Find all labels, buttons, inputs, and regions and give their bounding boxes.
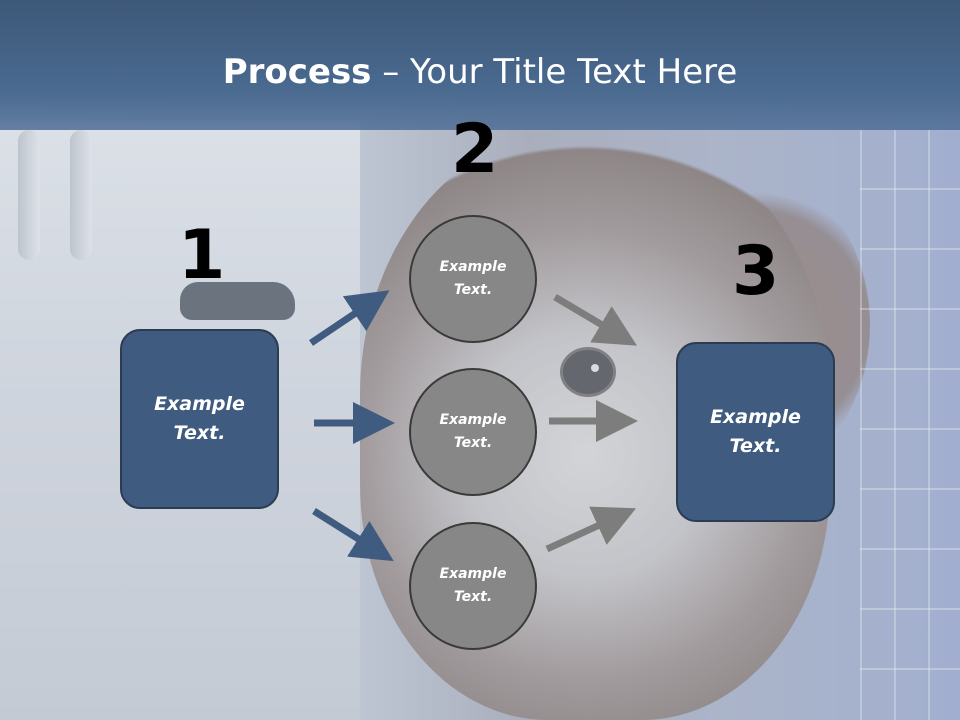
slide-title: Process – Your Title Text Here: [0, 52, 960, 92]
step-number-1: 1: [178, 216, 226, 295]
arrow-top-to-3: [553, 293, 638, 346]
step-2-circle-middle: Example Text.: [409, 368, 537, 496]
title-rest: – Your Title Text Here: [371, 52, 738, 92]
step-2-circle-bottom: Example Text.: [409, 522, 537, 650]
arrow-bottom-to-3: [545, 506, 637, 553]
step-2-circle-top: Example Text.: [409, 215, 537, 343]
step-number-2: 2: [451, 110, 499, 189]
title-bold: Process: [222, 52, 372, 92]
step-3-box: Example Text.: [676, 342, 835, 522]
arrow-1-to-bottom: [312, 508, 394, 562]
step-1-box: Example Text.: [120, 329, 279, 509]
circle-bottom-text: Example Text.: [439, 566, 507, 605]
step-1-text: Example Text.: [154, 393, 245, 444]
arrow-1-to-top: [309, 290, 390, 346]
circle-middle-text: Example Text.: [439, 412, 507, 451]
step-number-3: 3: [732, 232, 780, 311]
step-3-text: Example Text.: [710, 406, 801, 457]
circle-top-text: Example Text.: [439, 259, 507, 298]
title-bar: [0, 0, 960, 130]
